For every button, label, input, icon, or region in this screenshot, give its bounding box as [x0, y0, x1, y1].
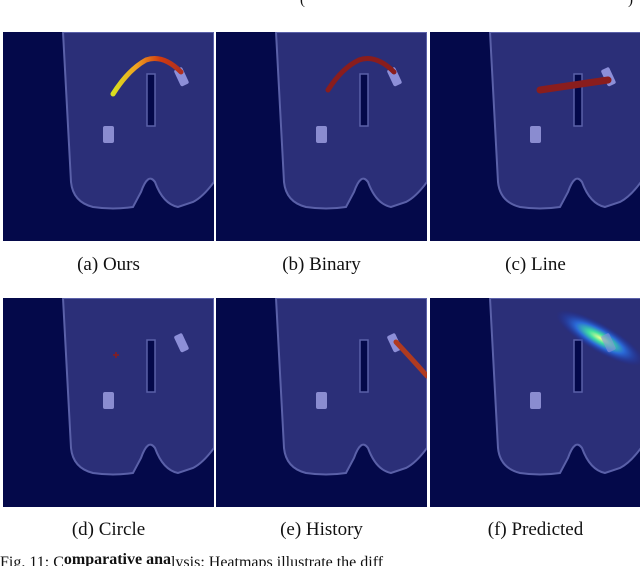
- map-area: [274, 298, 427, 476]
- figure-caption-bold3: ana: [146, 552, 171, 566]
- heatmap-dot: [113, 352, 119, 358]
- robot-marker: [174, 333, 189, 353]
- figure-caption-bold2: ative: [109, 552, 143, 566]
- heatmap-glow: [556, 310, 640, 366]
- figure-caption: Fig. 11: Comparative analysis: Heatmaps …: [0, 552, 640, 566]
- figure-caption-bold: ompar: [63, 552, 110, 566]
- heatmap-trail: [536, 76, 612, 94]
- caption-line: (c) Line: [505, 254, 566, 275]
- map-area: [488, 32, 640, 210]
- obstacle: [530, 392, 541, 409]
- caption-ours: (a) Ours: [77, 254, 140, 275]
- top-paren-left: (: [300, 0, 305, 8]
- top-paren-right: ): [628, 0, 633, 8]
- robot-marker: [601, 333, 616, 353]
- panel-history: [216, 298, 427, 507]
- wall-slot: [146, 73, 156, 127]
- obstacle: [316, 392, 327, 409]
- wall-slot: [359, 73, 369, 127]
- figure-caption-prefix: Fig. 11: C: [0, 554, 64, 566]
- map-area: [61, 32, 214, 210]
- heatmap-trail: [110, 56, 184, 97]
- caption-circle: (d) Circle: [71, 519, 146, 540]
- map-area: [61, 298, 214, 476]
- map-area: [274, 32, 427, 210]
- panel-line: [430, 32, 640, 241]
- caption-binary: (b) Binary: [282, 254, 361, 275]
- caption-history: (e) History: [280, 519, 363, 540]
- obstacle: [103, 126, 114, 143]
- panel-circle: [3, 298, 214, 507]
- panel-binary: [216, 32, 427, 241]
- obstacle: [103, 392, 114, 409]
- obstacle: [530, 126, 541, 143]
- panel-ours: [3, 32, 214, 241]
- heatmap-trail: [393, 339, 427, 379]
- top-text-fragment: ( ): [0, 0, 640, 14]
- wall-slot: [573, 339, 583, 393]
- wall-slot: [146, 339, 156, 393]
- wall-slot: [359, 339, 369, 393]
- wall-slot: [573, 73, 583, 127]
- heatmap-trail: [325, 56, 397, 93]
- panel-predicted: [430, 298, 640, 507]
- figure-caption-rest: lysis: Heatmaps illustrate the diff: [170, 554, 384, 566]
- obstacle: [316, 126, 327, 143]
- caption-predicted: (f) Predicted: [487, 519, 584, 540]
